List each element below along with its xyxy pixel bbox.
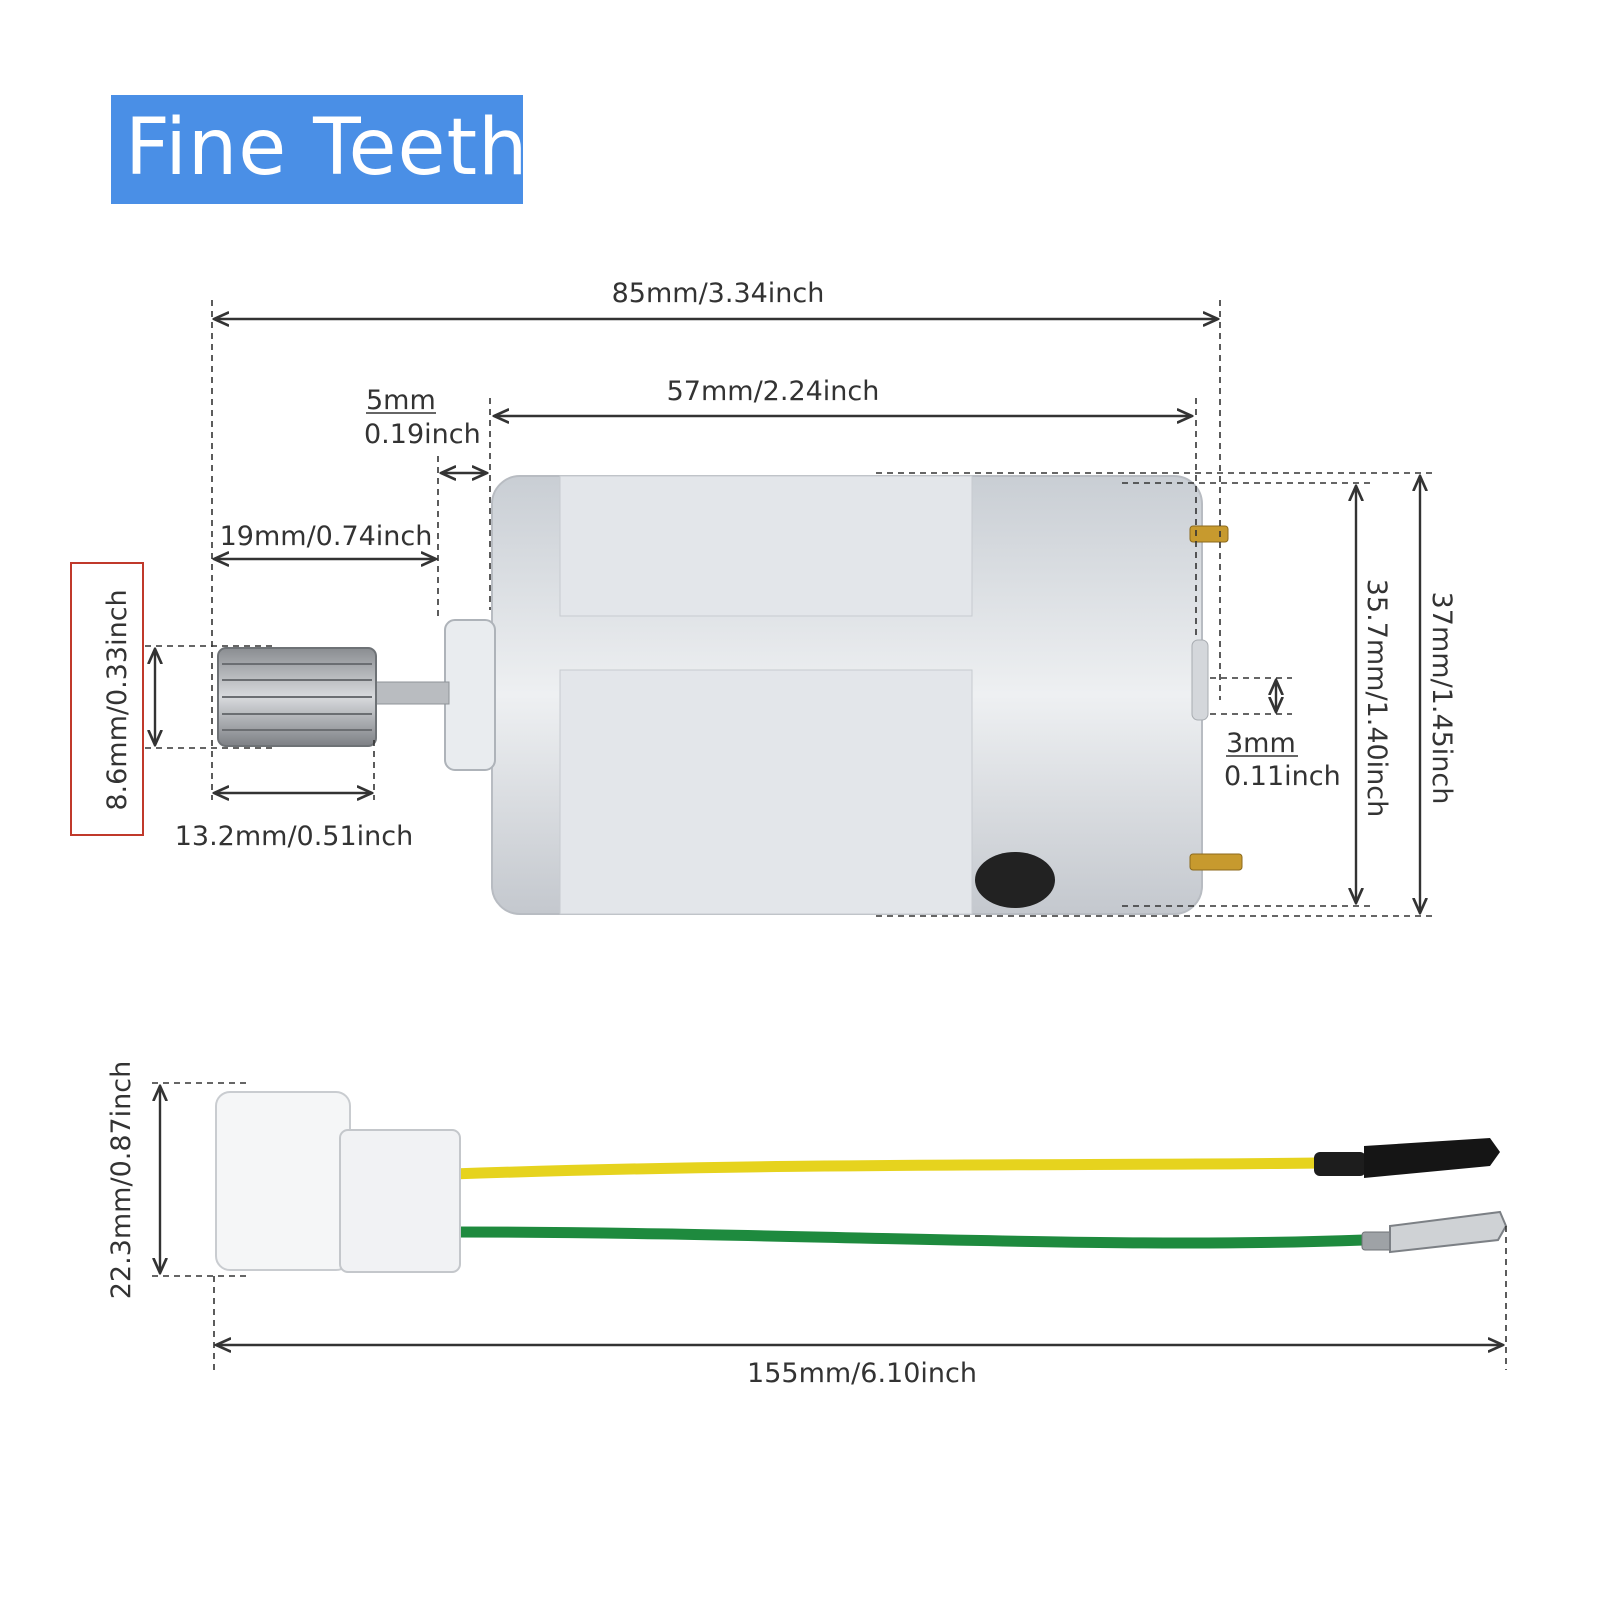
shaft: [373, 681, 450, 705]
front-boss: [444, 619, 496, 771]
label-body-length: 57mm/2.24inch: [667, 376, 880, 407]
motor-dimensions: [70, 300, 1436, 917]
label-overall-length: 85mm/3.34inch: [612, 278, 825, 309]
label-gear-diameter: 8.6mm/0.33inch: [102, 589, 133, 810]
rear-boss: [1191, 639, 1209, 721]
label-rear-boss-inch: 0.11inch: [1224, 761, 1341, 792]
connector-housing: [215, 1091, 351, 1271]
yellow-terminal-sleeve: [1314, 1152, 1366, 1176]
green-wire: [446, 1226, 1370, 1249]
highlight-box: [70, 562, 144, 836]
label-gear-length: 13.2mm/0.51inch: [175, 821, 414, 852]
green-terminal: [1389, 1210, 1508, 1254]
harness-dimensions: [152, 1082, 1507, 1370]
title-badge: [111, 95, 523, 204]
label-rear-boss-mm: 3mm: [1226, 728, 1296, 759]
label-overall-height: 37mm/1.45inch: [1426, 592, 1457, 805]
label-shaft-length: 19mm/0.74inch: [220, 521, 433, 552]
wire-harness: [215, 1091, 1508, 1273]
page-title: Fine Teeth: [125, 103, 529, 193]
vent-hole: [975, 852, 1055, 908]
yellow-wire: [446, 1157, 1324, 1180]
label-body-height: 35.7mm/1.40inch: [1361, 579, 1392, 818]
terminal-bottom: [1189, 853, 1243, 871]
motor-label-bottom: [559, 669, 973, 915]
yellow-terminal: [1364, 1138, 1500, 1178]
label-connector-height: 22.3mm/0.87inch: [106, 1061, 137, 1300]
connector-plug: [339, 1129, 461, 1273]
terminal-top: [1189, 525, 1229, 543]
label-boss-mm: 5mm: [366, 385, 436, 416]
label-total-length: 155mm/6.10inch: [747, 1358, 977, 1389]
motor: [217, 475, 1243, 915]
motor-label-top: [559, 475, 973, 617]
label-boss-inch: 0.19inch: [364, 419, 481, 450]
